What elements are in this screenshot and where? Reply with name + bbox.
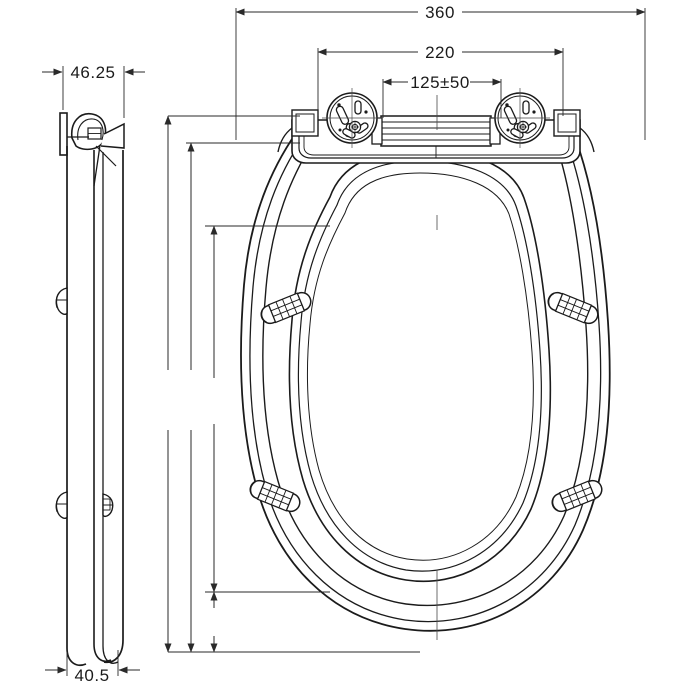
side-bumper-upper <box>55 287 68 315</box>
side-back-plate <box>59 112 68 156</box>
side-seat-back-edge <box>103 150 124 664</box>
dim-label-220: 220 <box>425 43 455 62</box>
dimension-125-50: 125±50 <box>382 73 502 118</box>
top-plan-view <box>240 87 611 640</box>
hinge-connecting-bar <box>371 115 501 158</box>
dimension-310: 310 <box>210 225 218 593</box>
dimension-220: 220 <box>317 43 564 116</box>
witness-lines-vertical <box>168 115 420 653</box>
dimension-67: 67 <box>210 591 218 653</box>
side-elevation-view <box>55 112 125 667</box>
dim-label-40-5: 40.5 <box>74 666 109 685</box>
seat-ring-mid <box>262 141 589 606</box>
side-hinge-knuckle <box>67 113 125 187</box>
dimension-459-5: 459.5 <box>187 142 195 653</box>
dim-label-125-50: 125±50 <box>410 73 470 92</box>
side-lid-outer-edge <box>66 146 87 667</box>
side-seat-front-edge <box>102 152 119 664</box>
dimension-360: 360 <box>235 3 646 140</box>
side-bumper-lower-inner <box>102 493 114 518</box>
bowl-opening-inner-2 <box>306 172 534 561</box>
dimension-473-5: 473.5 <box>164 115 172 653</box>
dimension-46-25: 46.25 <box>42 63 145 118</box>
dim-label-360: 360 <box>425 3 455 22</box>
dimension-40-5: 40.5 <box>45 650 140 685</box>
dim-label-46-25: 46.25 <box>70 63 115 82</box>
side-bumper-lower-outer <box>55 491 68 519</box>
seat-ring-outer-offset <box>249 137 602 623</box>
